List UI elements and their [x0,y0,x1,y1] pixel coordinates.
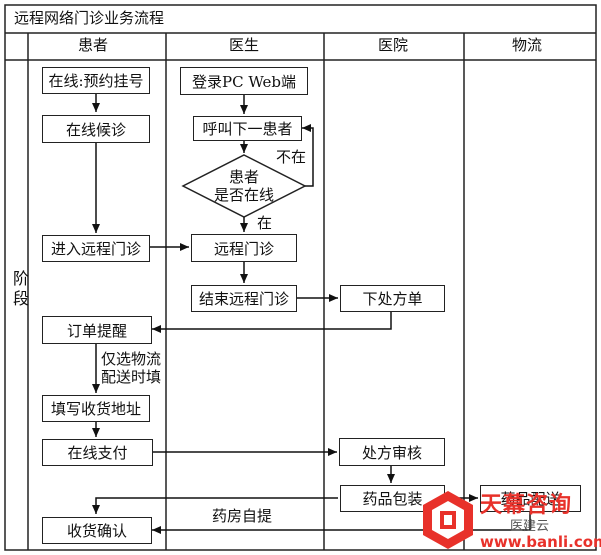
box-call-next: 呼叫下一患者 [193,116,302,141]
box-prescription-review: 处方审核 [339,438,445,466]
box-issue-prescription: 下处方单 [340,285,445,312]
box-online-pay: 在线支付 [42,439,153,466]
swimlane-grid [4,4,597,551]
watermark-brand: 天幕咨询 [480,493,573,518]
watermark-url: www.banli.com [480,533,601,551]
edge-label-online: 在 [257,214,273,232]
box-drug-delivery: 药品配送 [480,485,581,512]
box-fill-address: 填写收货地址 [42,395,150,422]
lane-header-doctor: 医生 [229,36,260,54]
box-doctor-login: 登录PC Web端 [180,67,308,95]
lane-header-logistics: 物流 [512,36,543,54]
stage-label: 阶段 [10,270,29,310]
lane-header-hospital: 医院 [378,36,409,54]
diagram-title: 远程网络门诊业务流程 [14,9,165,27]
box-online-wait: 在线候诊 [42,115,150,143]
edge-label-pharmacy-pickup: 药房自提 [212,507,273,525]
lane-header-patient: 患者 [78,36,109,54]
decision-text: 患者 是否在线 [213,168,274,204]
box-end-remote: 结束远程门诊 [191,285,297,312]
flow-arrows [92,94,531,534]
box-confirm-receipt: 收货确认 [42,517,152,544]
box-order-remind: 订单提醒 [42,316,152,344]
watermark-sub: 医建云 [510,519,550,534]
watermark-emblem-icon [423,491,473,549]
edge-label-not-online: 不在 [276,148,307,166]
watermark-logo: 天幕咨询 医建云 www.banli.com [418,487,601,553]
edge-label-delivery-fill: 配送时填 [101,368,162,386]
box-online-register: 在线:预约挂号 [42,67,150,94]
box-enter-remote: 进入远程门诊 [42,235,150,262]
box-remote-clinic: 远程门诊 [191,234,297,262]
edge-label-logistics-only: 仅选物流 [101,350,162,368]
